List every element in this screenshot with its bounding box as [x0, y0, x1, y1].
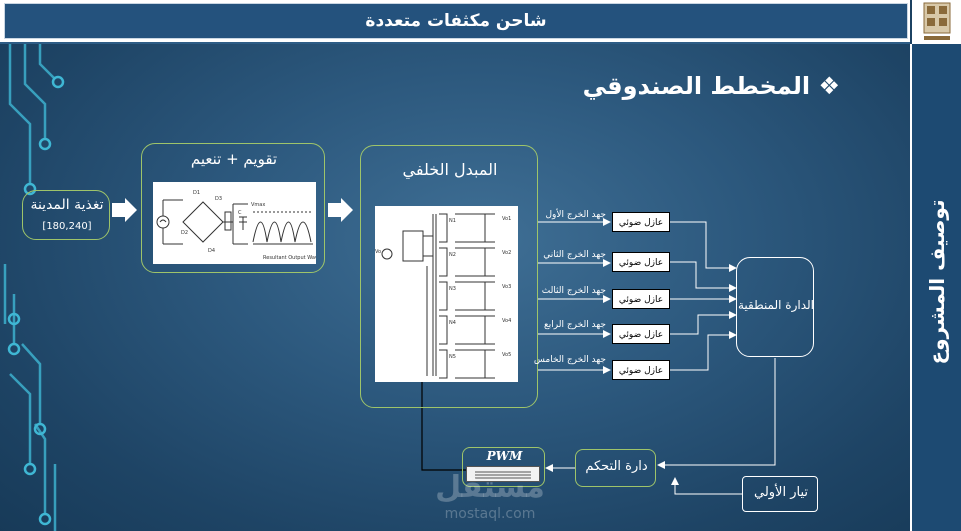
svg-text:C: C [238, 210, 242, 216]
svg-text:Vo4: Vo4 [502, 318, 511, 324]
svg-text:Vo5: Vo5 [502, 352, 511, 358]
control-circuit-label: دارة التحكم [585, 459, 648, 474]
primary-current-block: تيار الأولي [742, 476, 818, 512]
flyback-block: المبدل الخلفي [360, 145, 538, 408]
opto-isolator-2: عازل ضوئي [612, 252, 670, 272]
control-circuit-block: دارة التحكم [575, 449, 656, 487]
svg-text:N1: N1 [449, 218, 456, 224]
university-logo [912, 0, 961, 44]
slide-title: شاحن مكثفات متعددة [4, 3, 908, 39]
svg-text:N3: N3 [449, 286, 456, 292]
opto-isolator-5: عازل ضوئي [612, 360, 670, 380]
svg-text:D1: D1 [193, 190, 200, 196]
pwm-block: PWM [462, 447, 545, 487]
output-voltage-label-5: جهد الخرج الخامس [533, 355, 606, 365]
output-voltage-label-2: جهد الخرج الثاني [543, 250, 606, 260]
output-voltage-label-3: جهد الخرج الثالث [541, 286, 606, 296]
logic-circuit-block: الدارة المنطقية [736, 257, 814, 357]
city-supply-range: [180,240] [42, 221, 92, 232]
output-voltage-label-1: جهد الخرج الأول [545, 210, 606, 220]
svg-text:D2: D2 [181, 230, 188, 236]
sidebar: توصيف المشروع [910, 44, 961, 531]
logic-circuit-label: الدارة المنطقية [737, 298, 815, 312]
heading-text: المخطط الصندوقي [582, 72, 811, 100]
svg-text:N2: N2 [449, 252, 456, 258]
circuit-decoration [3, 44, 65, 531]
flyback-schematic: N1 Vo1 N2 Vo2 N3 Vo3 N4 Vo4 N5 Vo5 Vo [375, 206, 518, 382]
pwm-chip [466, 466, 540, 482]
svg-text:N4: N4 [449, 320, 456, 326]
bullet-icon: ❖ [818, 72, 840, 100]
rectifier-label: تقويم + تنعيم [190, 150, 278, 168]
slide-heading: ❖ المخطط الصندوقي [580, 66, 840, 106]
primary-current-label: تيار الأولي [753, 485, 808, 500]
svg-text:Resultant Output Waveform: Resultant Output Waveform [263, 255, 316, 261]
city-supply-label: تغذية المدينة [30, 197, 104, 213]
svg-text:Vmax: Vmax [251, 202, 265, 208]
svg-text:Vo3: Vo3 [502, 284, 511, 290]
flyback-label: المبدل الخلفي [402, 160, 498, 179]
output-voltage-label-4: جهد الخرج الرابع [544, 320, 606, 330]
svg-text:Vo2: Vo2 [502, 250, 511, 256]
mostaql-watermark: مستقل mostaql.com [420, 470, 560, 530]
svg-text:D4: D4 [208, 248, 215, 254]
watermark-brand: مستقل [435, 470, 545, 505]
svg-text:Vo1: Vo1 [502, 216, 511, 222]
svg-text:Vo: Vo [375, 249, 381, 255]
opto-isolator-4: عازل ضوئي [612, 324, 670, 344]
city-supply-block: تغذية المدينة [180,240] [22, 190, 110, 240]
rectifier-block: تقويم + تنعيم [141, 143, 325, 273]
svg-text:N5: N5 [449, 354, 456, 360]
opto-isolator-1: عازل ضوئي [612, 212, 670, 232]
pwm-label: PWM [486, 449, 523, 463]
opto-isolator-3: عازل ضوئي [612, 289, 670, 309]
svg-text:D3: D3 [215, 196, 222, 202]
title-bar: شاحن مكثفات متعددة [0, 0, 910, 44]
watermark-url: mostaql.com [444, 506, 536, 522]
